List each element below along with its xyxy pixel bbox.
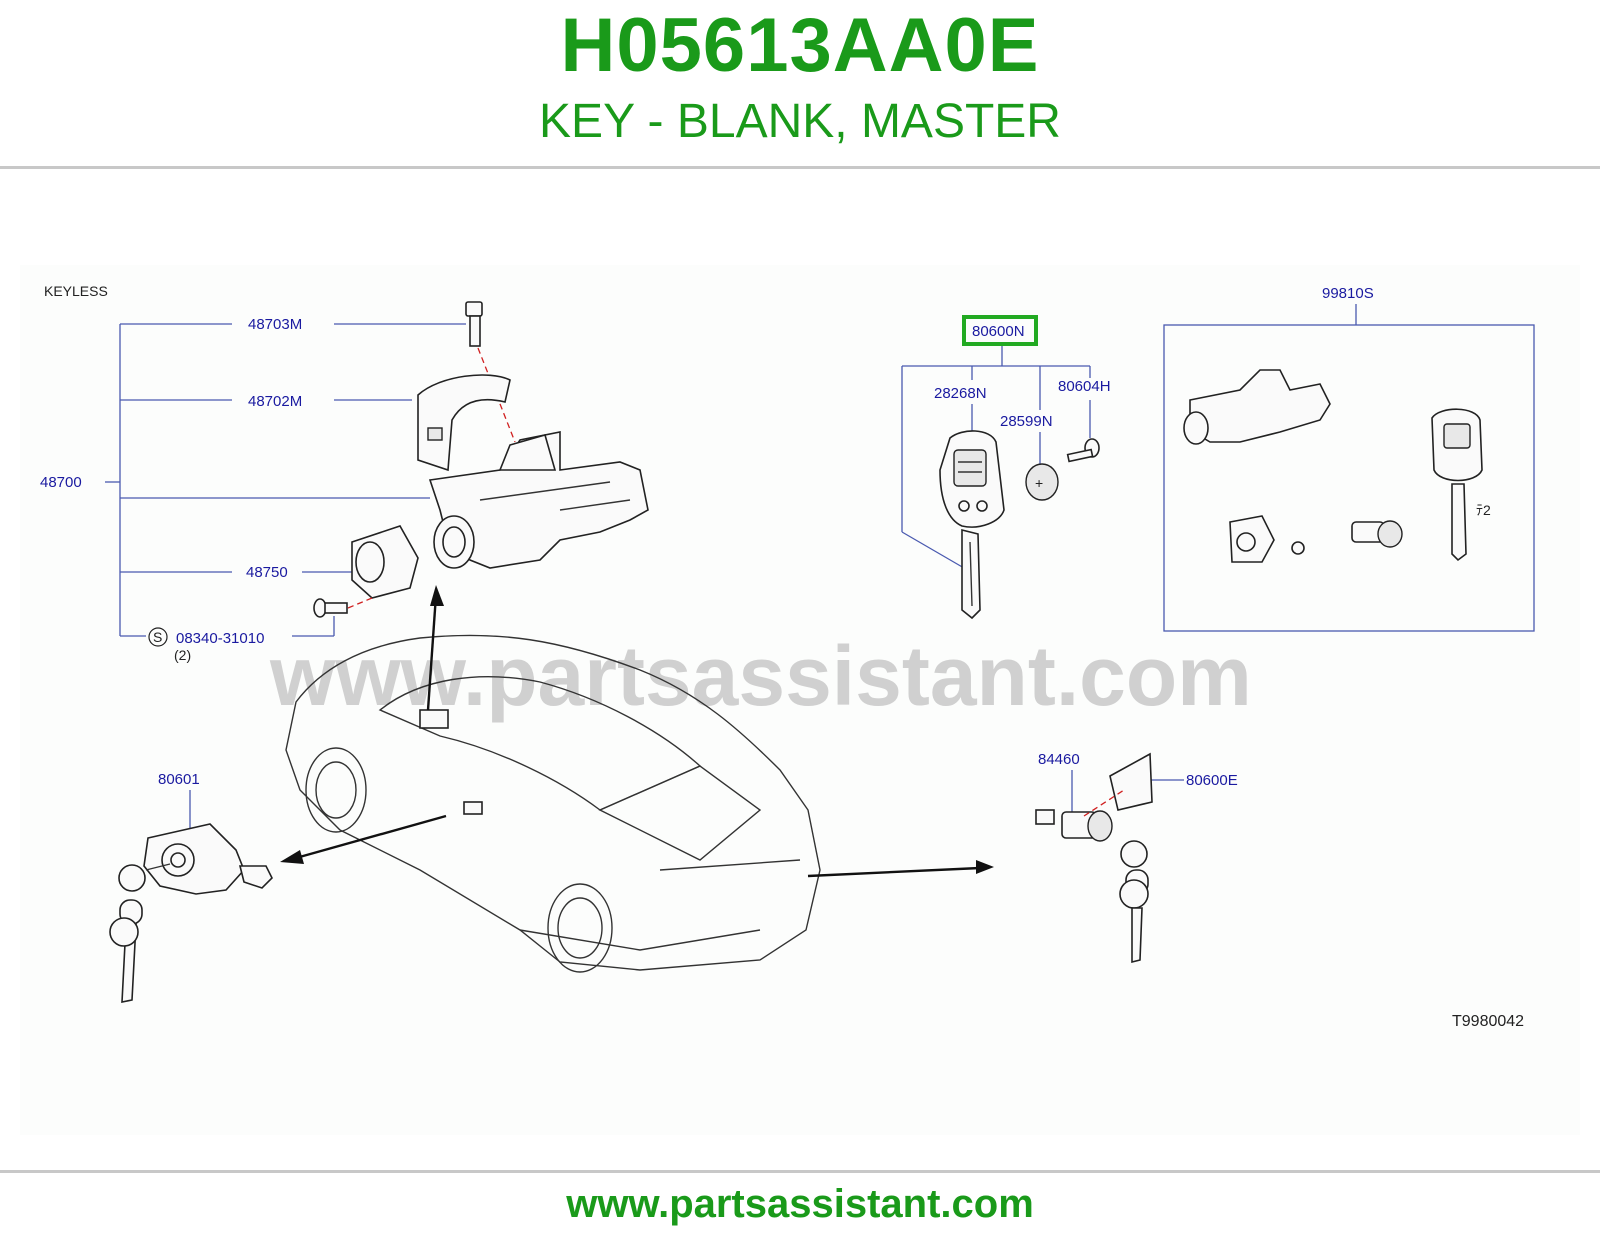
diagram-code: T9980042 [1452, 1013, 1524, 1030]
kit-trunk-cylinder-illustration [1351, 520, 1403, 548]
kit-key-illustration [1431, 408, 1483, 562]
svg-text:+: + [1035, 475, 1043, 491]
watermark-text: www.partsassistant.com [269, 629, 1252, 723]
vehicle-illustration [285, 634, 821, 973]
footer-website-link[interactable]: www.partsassistant.com [566, 1182, 1034, 1226]
callout-bracket-80600n [901, 346, 1091, 569]
callout-28268n[interactable]: 28268N [934, 385, 987, 402]
section-label-keyless: KEYLESS [44, 283, 108, 299]
callout-08340-31010[interactable]: 08340-31010 [176, 630, 264, 647]
highlight-box-80600n [962, 315, 1038, 346]
callout-84460[interactable]: 84460 [1038, 751, 1080, 768]
callout-80600n[interactable]: 80600N [972, 323, 1025, 340]
kit-steering-lock-illustration [1183, 369, 1331, 445]
kit-box-99810s [1163, 324, 1535, 632]
kit-door-lock-illustration [1229, 515, 1305, 563]
footer-divider [0, 1170, 1600, 1173]
standard-part-symbol [148, 627, 168, 647]
cover-48702m-illustration [417, 374, 511, 472]
callout-80600e[interactable]: 80600E [1186, 772, 1238, 789]
battery-28599n-illustration: + [1025, 463, 1059, 501]
callout-99810s[interactable]: 99810S [1322, 285, 1374, 302]
header-divider [0, 166, 1600, 169]
screw-80604h-illustration [1066, 438, 1100, 463]
quantity-note: (2) [174, 647, 191, 663]
page-header: H05613AA0E KEY - BLANK, MASTER [0, 0, 1600, 168]
part-number-title: H05613AA0E [560, 3, 1040, 88]
trunk-lock-illustration [1035, 752, 1153, 964]
callout-48700[interactable]: 48700 [40, 474, 82, 491]
kit-quantity: ﾃ2 [1476, 502, 1491, 518]
callout-48750[interactable]: 48750 [246, 564, 288, 581]
door-lock-80601-illustration [109, 823, 273, 1003]
standard-part-letter: S [153, 629, 162, 645]
parts-diagram: www.partsassistant.com KEYLESS 48703M 48… [20, 265, 1580, 1135]
assembly-line-screw [347, 597, 373, 609]
key-shell-28268n-illustration [939, 430, 1005, 528]
part-name-subtitle: KEY - BLANK, MASTER [539, 95, 1061, 148]
pointer-arrows [280, 585, 994, 878]
bolt-48703m-illustration [465, 301, 483, 347]
callout-80604h[interactable]: 80604H [1058, 378, 1111, 395]
screw-08340-illustration [313, 598, 348, 618]
key-blade-80600n-illustration [961, 528, 981, 620]
callout-48702m[interactable]: 48702M [248, 393, 302, 410]
callout-28599n[interactable]: 28599N [1000, 413, 1053, 430]
callout-48703m[interactable]: 48703M [248, 316, 302, 333]
steering-lock-48700-illustration [428, 431, 649, 569]
callout-bracket-48700 [105, 323, 466, 637]
assembly-line-trunk [1083, 789, 1125, 817]
lock-cylinder-48750-illustration [351, 525, 419, 599]
callout-80601[interactable]: 80601 [158, 771, 200, 788]
